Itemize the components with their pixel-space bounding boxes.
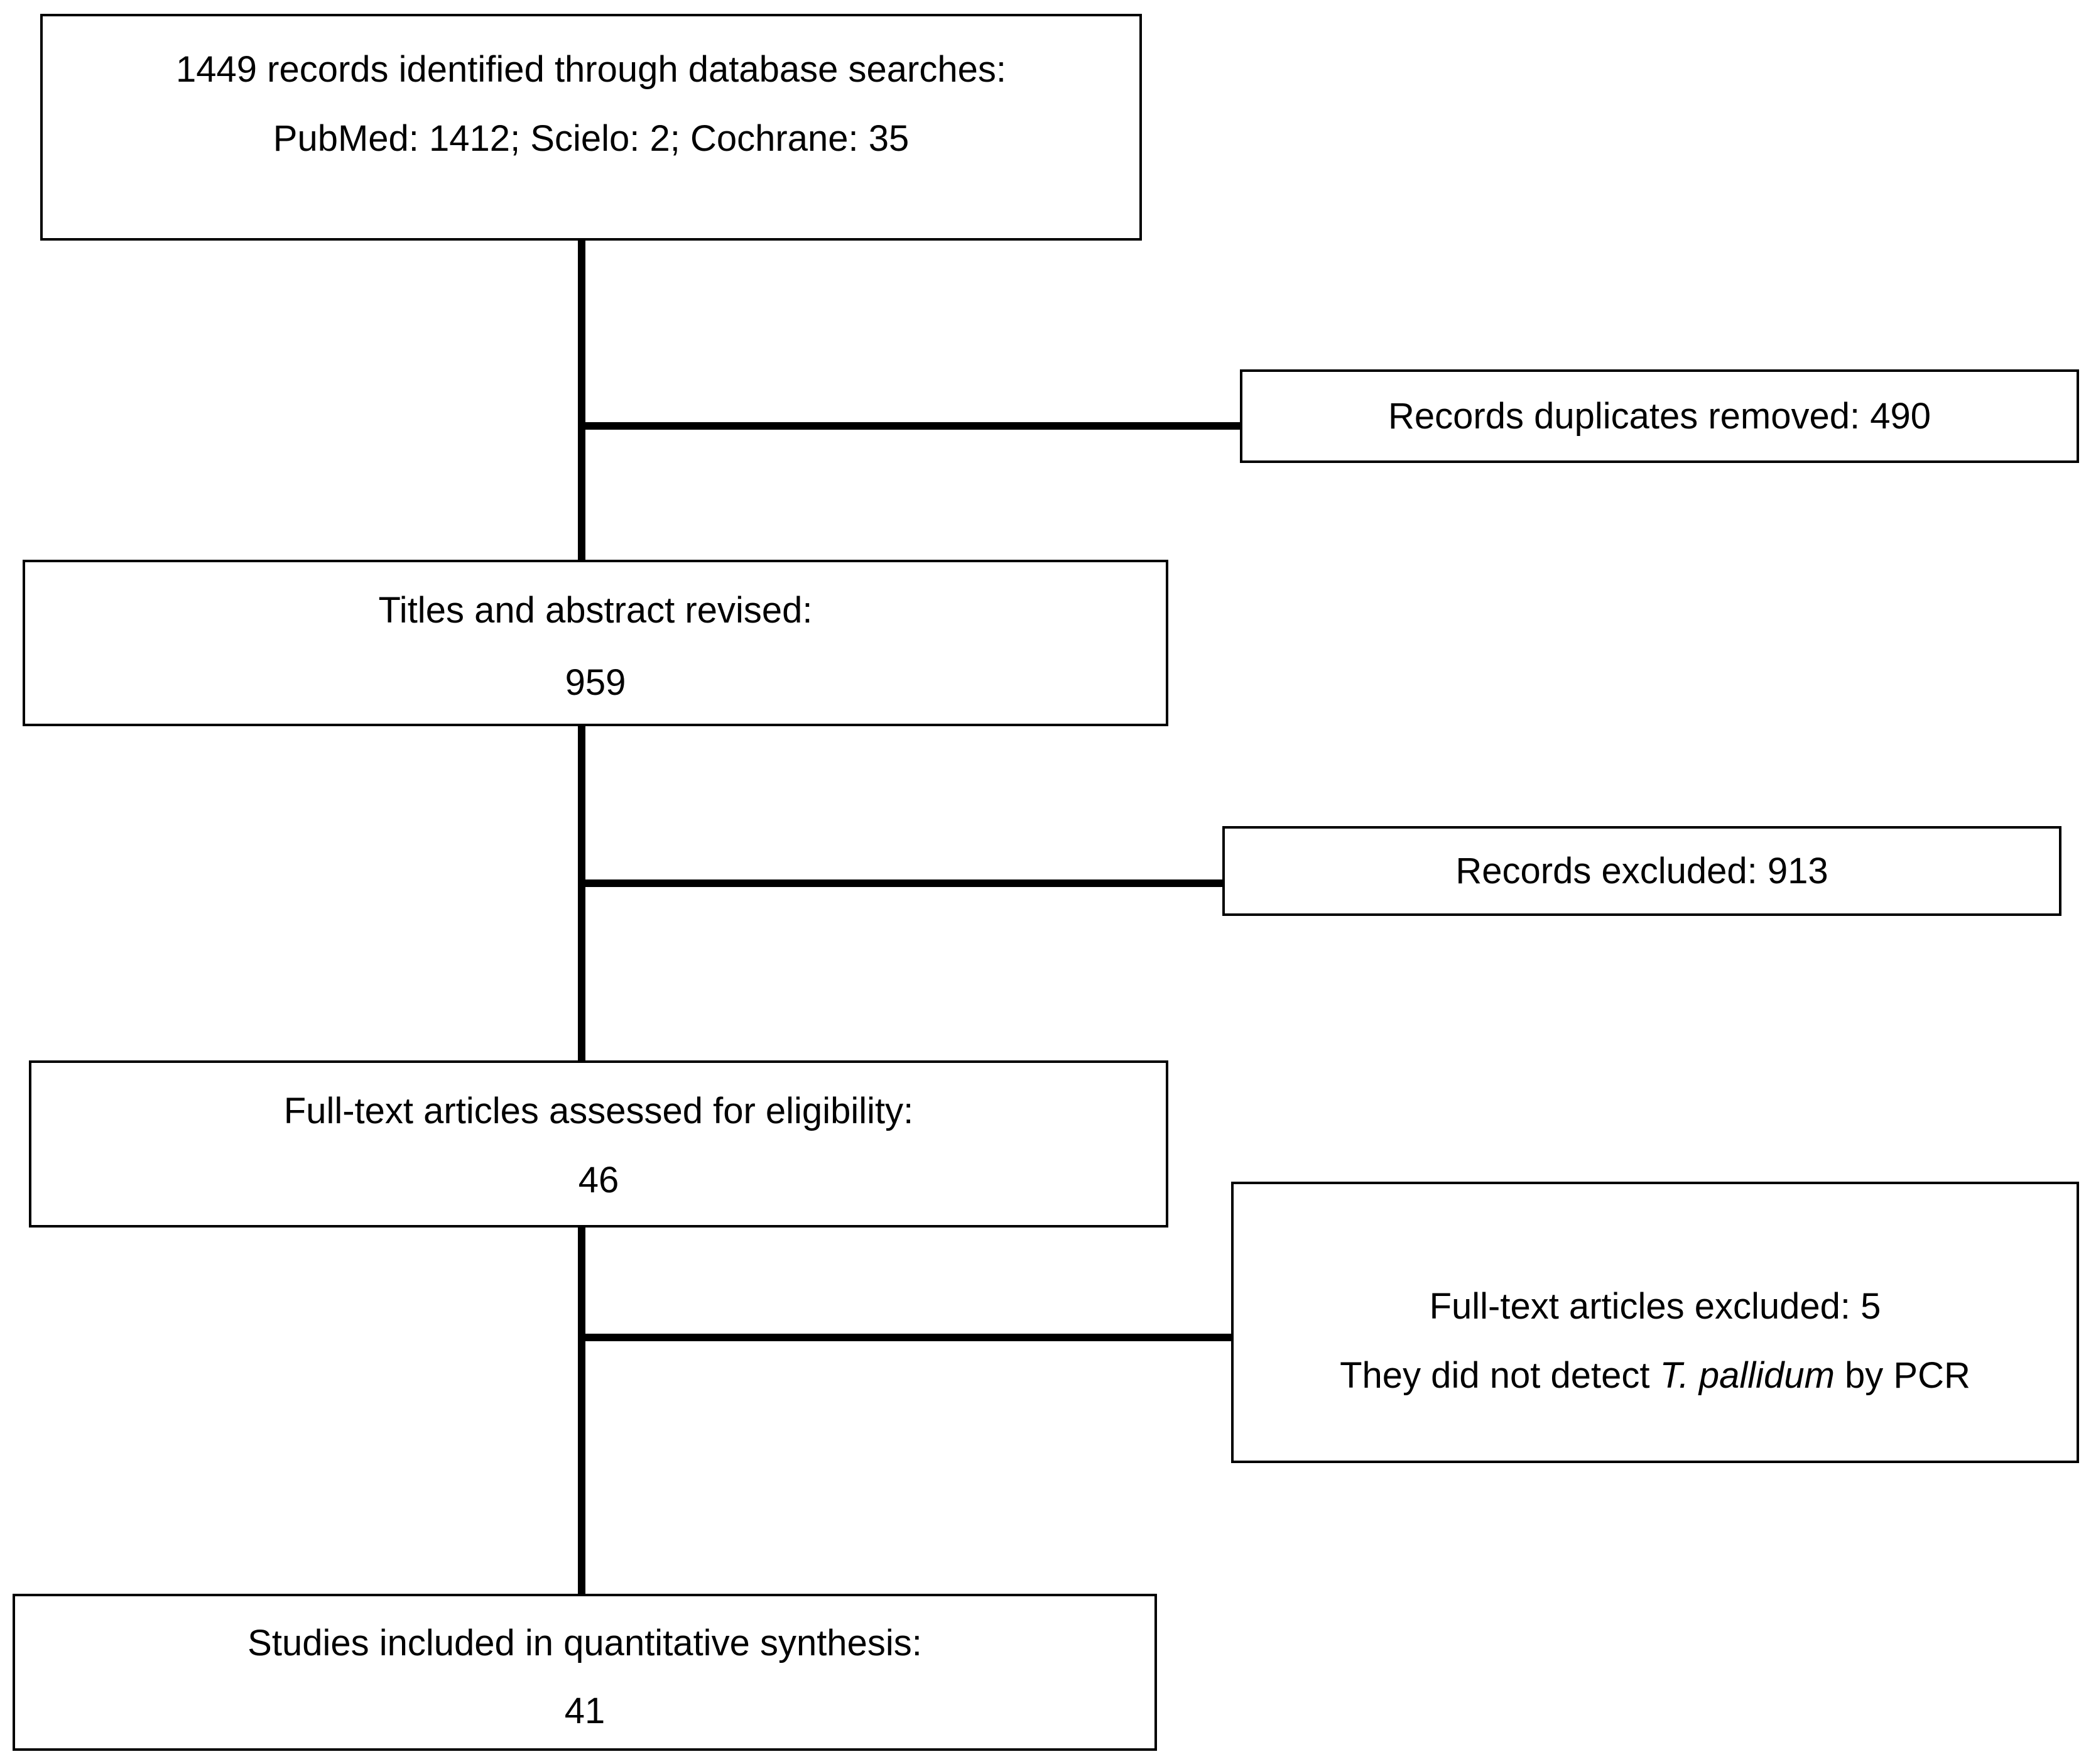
reason-text-before: They did not detect [1340, 1354, 1660, 1396]
connector-to-duplicates [578, 422, 1240, 430]
connector-to-fulltext-excluded [578, 1334, 1231, 1341]
connector-eligibility-to-included [578, 1228, 585, 1594]
eligibility-label: Full-text articles assessed for eligibil… [283, 1091, 914, 1131]
eligibility-box: Full-text articles assessed for eligibil… [29, 1060, 1168, 1228]
fulltext-excluded-reason: They did not detect T. pallidum by PCR [1340, 1354, 1970, 1398]
organism-name: T. pallidum [1659, 1354, 1835, 1396]
titles-abstract-box: Titles and abstract revised: 959 [23, 560, 1168, 726]
titles-abstract-label: Titles and abstract revised: [378, 590, 813, 631]
identified-records-label: 1449 records identified through database… [176, 49, 1006, 90]
records-excluded-label: Records excluded: 913 [1455, 850, 1828, 891]
connector-screened-to-eligibility [578, 726, 585, 1060]
connector-identified-to-screened [578, 241, 585, 560]
duplicates-removed-label: Records duplicates removed: 490 [1388, 395, 1931, 437]
studies-included-count: 41 [564, 1690, 606, 1731]
eligibility-count: 46 [578, 1159, 619, 1200]
database-breakdown: PubMed: 1412; Scielo: 2; Cochrane: 35 [273, 117, 910, 159]
fulltext-excluded-box: Full-text articles excluded: 5 They did … [1231, 1182, 2079, 1463]
studies-included-label: Studies included in quantitative synthes… [247, 1623, 922, 1663]
duplicates-removed-box: Records duplicates removed: 490 [1240, 369, 2079, 463]
titles-abstract-count: 959 [565, 662, 626, 703]
connector-to-excluded [578, 879, 1222, 887]
studies-included-box: Studies included in quantitative synthes… [13, 1594, 1157, 1751]
reason-text-after: by PCR [1834, 1354, 1970, 1396]
records-excluded-box: Records excluded: 913 [1222, 826, 2061, 916]
identified-records-box: 1449 records identified through database… [40, 14, 1142, 241]
fulltext-excluded-label: Full-text articles excluded: 5 [1429, 1286, 1881, 1327]
